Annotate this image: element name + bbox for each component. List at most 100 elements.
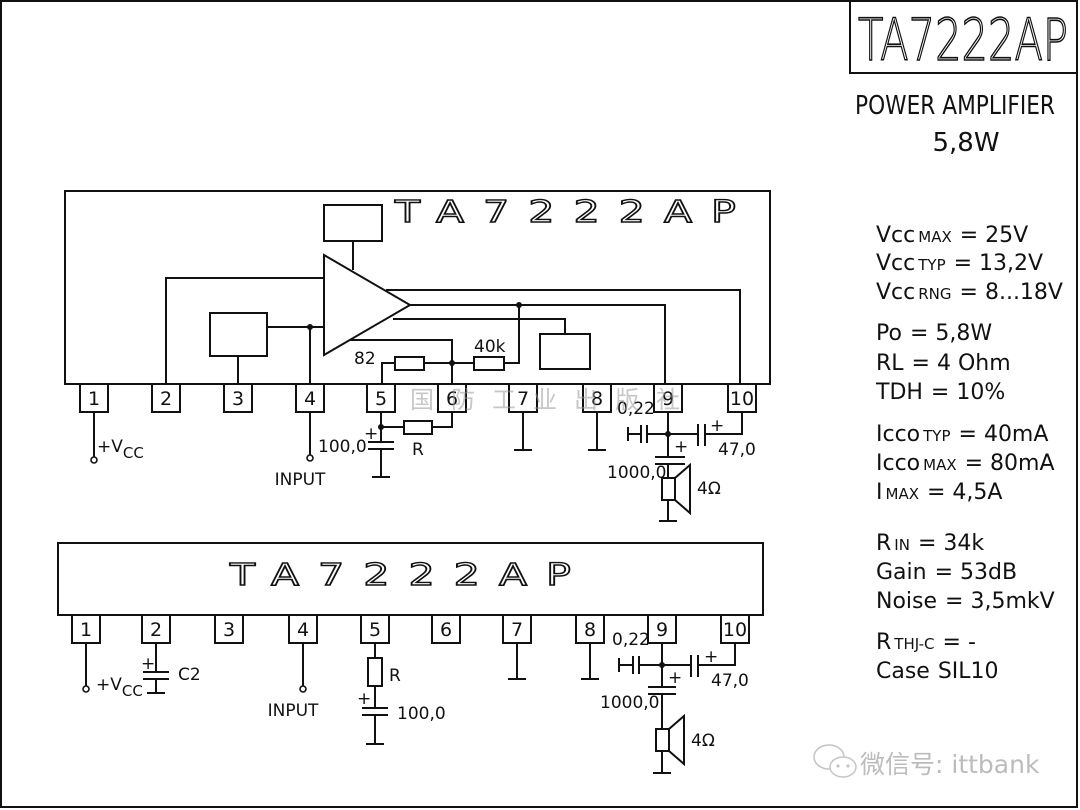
input-terminal-bottom[interactable] [299, 685, 307, 693]
spec-name: Gain [876, 560, 927, 585]
pin-number: 5 [369, 619, 381, 641]
spec-value: = 4,5A [927, 480, 1002, 505]
resistor-r-bottom [367, 657, 383, 687]
watermark-text: 微信号: ittbank [860, 750, 1040, 779]
spec-name: Icco [876, 451, 920, 476]
ic-label-bottom: TA7222AP [229, 558, 590, 593]
spec-value: = 40mA [959, 422, 1049, 447]
cap-47-label: 47,0 [718, 440, 756, 460]
vcc-terminal[interactable] [90, 456, 98, 464]
pin-1 [71, 614, 101, 644]
pin-2 [151, 383, 181, 413]
device-description: POWER AMPLIFIER [855, 91, 1055, 121]
spec-row: Case SIL10 [876, 659, 999, 684]
vcc-terminal-bottom[interactable] [82, 685, 90, 693]
spec-name: Case [876, 659, 930, 684]
resistor-r [403, 420, 433, 435]
spec-value: = 34k [918, 531, 984, 556]
input-terminal[interactable] [306, 454, 314, 462]
pin-number: 6 [440, 619, 452, 641]
pin-number: 4 [297, 619, 309, 641]
pin-number: 10 [730, 388, 754, 410]
svg-text:+: + [674, 437, 688, 457]
spec-value: = 8...18V [960, 280, 1063, 305]
spec-name: Po [876, 321, 902, 346]
resistor-40k [473, 356, 505, 371]
spec-value: = 10% [931, 380, 1005, 405]
resistor-r-label: R [412, 440, 424, 460]
wechat-watermark: 微信号: ittbank [813, 744, 1040, 779]
wechat-icon [813, 744, 857, 778]
spec-name: I [876, 480, 883, 505]
pin-number: 7 [517, 388, 529, 410]
pin-number: 4 [304, 388, 316, 410]
pin-5 [366, 383, 396, 413]
spec-value: = - [943, 630, 976, 655]
spec-row: TDH = 10% [875, 380, 1005, 405]
ic-body-top [64, 190, 771, 385]
pin-3 [214, 614, 244, 644]
pin-2 [141, 614, 171, 644]
spec-subscript: MAX [886, 485, 919, 503]
pin-6 [437, 383, 467, 413]
part-number-title: TA7222AP [858, 6, 1068, 74]
amplifier-triangle [323, 253, 412, 357]
cap-100-label-bottom: 100,0 [397, 704, 446, 724]
cap-022-label: 0,22 [617, 399, 655, 419]
pin-number: 1 [88, 388, 100, 410]
spec-subscript: TYP [917, 256, 945, 274]
resistor-82-label: 82 [354, 349, 376, 369]
spec-name: Vcc [876, 223, 915, 248]
pin-number: 5 [375, 388, 387, 410]
spec-row: Noise= 3,5mkV [876, 589, 1055, 614]
spec-name: R [876, 531, 891, 556]
spec-name: Noise [876, 589, 937, 614]
spec-row: Po = 5,8W [876, 321, 992, 346]
speaker-coil [661, 477, 676, 501]
input-label: INPUT [275, 470, 326, 490]
vcc-label: +VCC [97, 437, 144, 462]
spec-subscript: IN [894, 536, 910, 554]
pin-3 [223, 383, 253, 413]
spec-value: = 5,8W [910, 321, 992, 346]
spec-value: = 4 Ohm [912, 351, 1011, 376]
cap-1000-label: 1000,0 [607, 463, 666, 483]
spec-subscript: RNG [918, 285, 951, 303]
speaker-icon-bottom [668, 713, 685, 767]
spec-name: RL [876, 351, 904, 376]
spec-name: R [876, 630, 891, 655]
svg-text:+: + [704, 647, 718, 667]
spec-name: TDH [875, 380, 923, 405]
pin-number: 2 [150, 619, 162, 641]
cap-022-label-bottom: 0,22 [612, 630, 650, 650]
publisher-stamp: 国防工业出版社 [410, 386, 680, 414]
pin-number: 3 [232, 388, 244, 410]
pin-number: 9 [662, 388, 674, 410]
pin-number: 1 [80, 619, 92, 641]
spec-name: Vcc [876, 251, 915, 276]
ic-body-bottom [57, 542, 764, 616]
svg-text:+: + [668, 668, 682, 688]
ic-label-top: TA7222AP [394, 195, 755, 230]
pin-number: 10 [723, 619, 747, 641]
input-block [209, 312, 268, 357]
spec-subscript: MAX [918, 228, 951, 246]
cap-100-label: 100,0 [318, 437, 367, 457]
spec-value: SIL10 [938, 659, 999, 684]
pin-number: 8 [584, 619, 596, 641]
spec-value: = 80mA [965, 451, 1055, 476]
pin-number: 3 [223, 619, 235, 641]
cap-1000-label-bottom: 1000,0 [600, 693, 659, 713]
pin-number: 8 [591, 388, 603, 410]
